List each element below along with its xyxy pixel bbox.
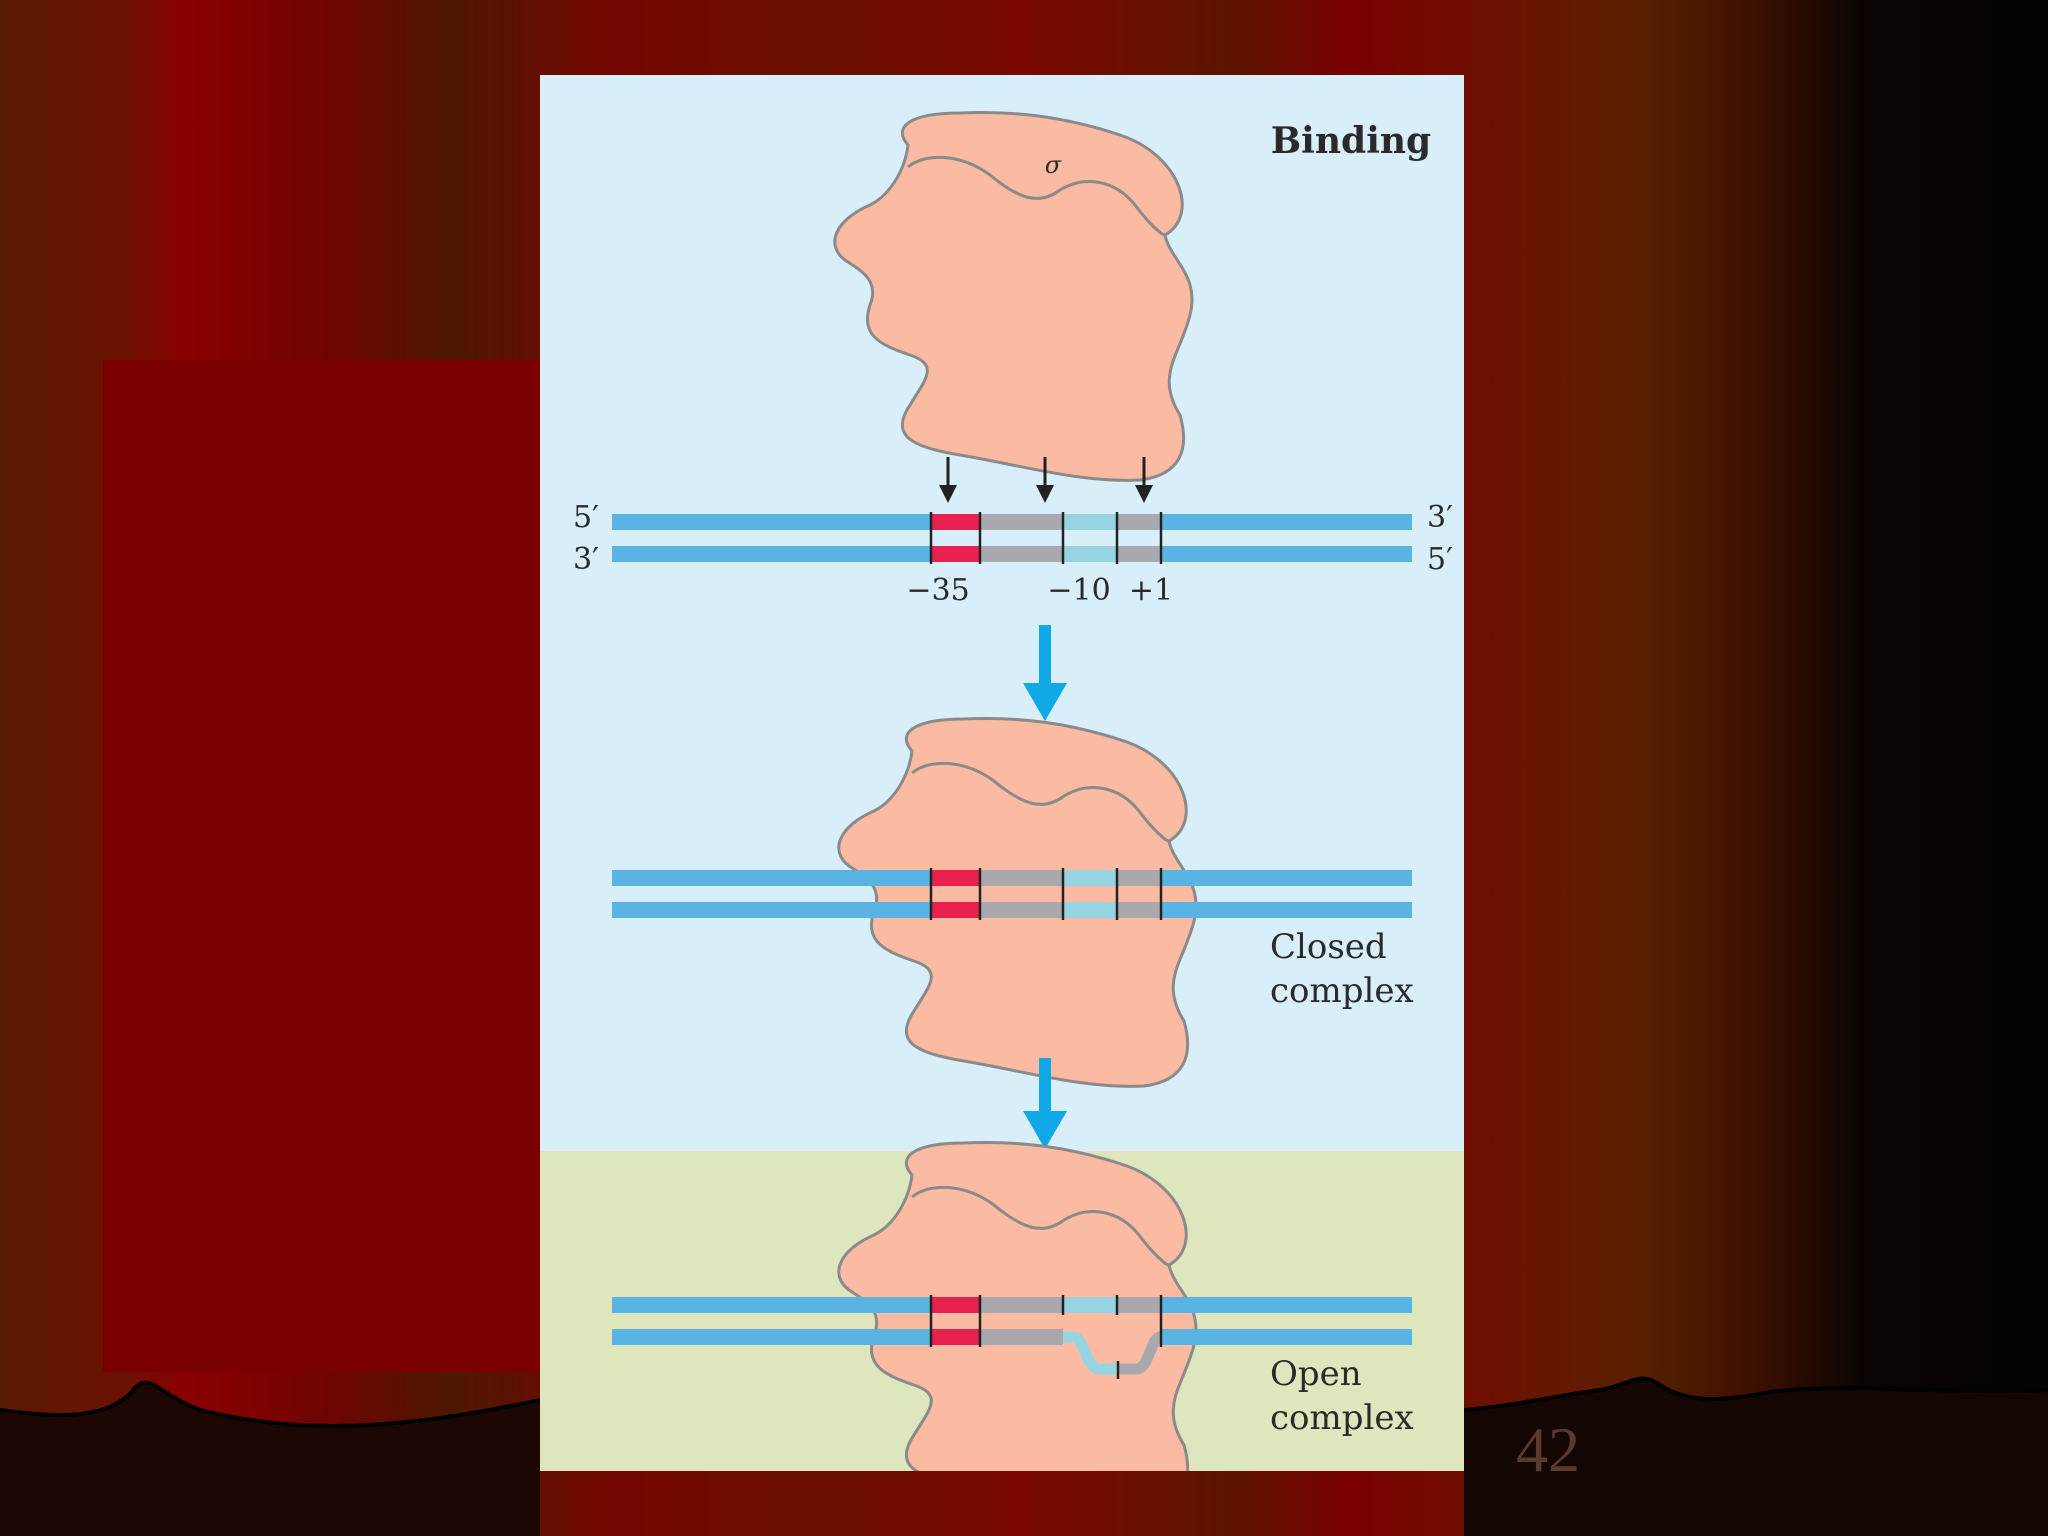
region-minus35-closed-bottom <box>931 902 980 918</box>
red-block <box>103 360 540 1372</box>
curtain-hem-right-line <box>1463 1376 2048 1412</box>
sigma-label: σ <box>1045 151 1062 179</box>
start-region-bottom <box>1117 546 1161 562</box>
start-region-closed-bottom <box>1117 902 1161 918</box>
dna-closed <box>612 868 1412 920</box>
arrow-minus35-head <box>939 485 957 503</box>
region-minus35-closed-top <box>931 870 980 886</box>
closed-complex-label-line1: Closed <box>1270 927 1387 967</box>
melted-strand-start <box>1118 1331 1163 1375</box>
transcription-initiation-diagram: Binding σ 5′ 3′ 3′ 5′ −35 <box>540 75 1464 1471</box>
region-minus10-closed-top <box>1063 870 1117 886</box>
step-arrow-2 <box>1023 1058 1067 1149</box>
label-3prime-bottom-left: 3′ <box>573 542 599 577</box>
region-minus35-open-bottom <box>931 1329 980 1345</box>
label-5prime-bottom-right: 5′ <box>1427 542 1453 577</box>
region-minus35-open-top <box>931 1297 980 1313</box>
boundary-ticks-closed <box>929 868 1163 920</box>
start-region-top <box>1117 514 1161 530</box>
spacer-top <box>980 514 1063 530</box>
dna-bottom-strand-open-right <box>1161 1329 1412 1345</box>
figure-title: Binding <box>1271 120 1431 162</box>
spacer-bottom <box>980 546 1063 562</box>
dna-open <box>612 1295 1412 1379</box>
region-minus10-top <box>1063 514 1117 530</box>
start-region-open-top <box>1117 1297 1161 1313</box>
label-3prime-top-right: 3′ <box>1427 500 1453 535</box>
promoter-arrows <box>939 457 1153 503</box>
curtain-hem-right <box>1464 1378 2048 1536</box>
position-minus35: −35 <box>906 573 969 608</box>
slide-number: 42 <box>1516 1414 1580 1485</box>
position-minus10: −10 <box>1047 573 1110 608</box>
boundary-ticks <box>929 512 1163 564</box>
region-minus35-top <box>931 514 980 530</box>
region-minus10-open-top <box>1063 1297 1117 1313</box>
open-complex-label-line2: complex <box>1270 1398 1414 1438</box>
spacer-open-bottom <box>980 1329 1063 1345</box>
region-minus10-bottom <box>1063 546 1117 562</box>
spacer-closed-bottom <box>980 902 1063 918</box>
region-minus35-bottom <box>931 546 980 562</box>
spacer-closed-top <box>980 870 1063 886</box>
arrow-minus10-head <box>1036 485 1054 503</box>
open-complex-label-line1: Open <box>1270 1354 1362 1394</box>
step-arrow-1 <box>1023 625 1067 721</box>
start-region-closed-top <box>1117 870 1161 886</box>
curtain-hem-left <box>0 1382 540 1536</box>
label-5prime-top-left: 5′ <box>573 500 599 535</box>
region-minus10-closed-bottom <box>1063 902 1117 918</box>
dna-free <box>612 512 1412 564</box>
boundary-ticks-open <box>929 1295 1163 1379</box>
melted-strand-minus10 <box>1063 1331 1118 1375</box>
closed-complex-label-line2: complex <box>1270 971 1414 1011</box>
spacer-open-top <box>980 1297 1063 1313</box>
arrow-plus1-head <box>1135 485 1153 503</box>
position-plus1: +1 <box>1129 573 1173 608</box>
curtain-hem-left-line <box>0 1380 541 1428</box>
